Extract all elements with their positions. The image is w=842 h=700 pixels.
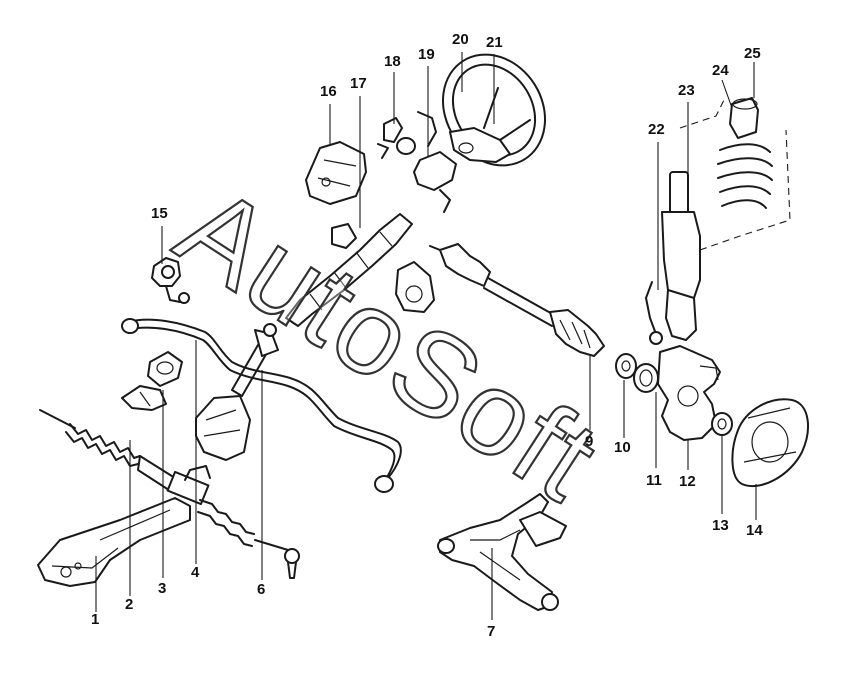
callout-24: 24 xyxy=(712,62,729,79)
part-20-21-steering-wheel xyxy=(441,53,547,167)
callout-22: 22 xyxy=(648,121,665,138)
callout-3: 3 xyxy=(158,580,166,597)
part-4-stabilizer-bar xyxy=(121,318,402,493)
part-9-driveshaft xyxy=(429,243,605,357)
callout-20: 20 xyxy=(452,31,469,48)
callout-23: 23 xyxy=(678,82,695,99)
part-13-hub-nut xyxy=(711,412,733,436)
callout-6: 6 xyxy=(257,581,265,598)
callout-10: 10 xyxy=(614,439,631,456)
callout-4: 4 xyxy=(191,564,200,581)
callout-12: 12 xyxy=(679,473,696,490)
callout-14: 14 xyxy=(746,522,763,539)
leader-lines xyxy=(95,52,757,620)
part-7-lower-arm xyxy=(437,493,567,611)
callout-21: 21 xyxy=(486,34,503,51)
part-17-steering-column xyxy=(285,213,435,327)
callout-15: 15 xyxy=(151,205,168,222)
callout-16: 16 xyxy=(320,83,337,100)
part-11-hub-bearing xyxy=(633,363,659,393)
callout-1: 1 xyxy=(91,611,99,628)
part-3-stabilizer-bracket xyxy=(121,351,183,411)
callout-18: 18 xyxy=(384,53,401,70)
part-15-ball-joint xyxy=(151,257,190,304)
callout-13: 13 xyxy=(712,517,729,534)
callout-11: 11 xyxy=(646,472,662,489)
part-14-brake-shield xyxy=(731,398,809,487)
callout-9: 9 xyxy=(585,433,593,450)
part-19-column-switch xyxy=(413,111,457,213)
callout-25: 25 xyxy=(744,45,761,62)
part-16-column-cover xyxy=(305,141,367,205)
watermark-text: AutoSoft xyxy=(156,161,621,527)
part-24-25-spring-bumpstop xyxy=(679,97,791,251)
callout-2: 2 xyxy=(125,596,133,613)
part-12-steering-knuckle xyxy=(657,345,721,441)
callout-7: 7 xyxy=(487,623,495,640)
part-22-23-strut xyxy=(645,171,701,345)
part-6-intermediate-shaft xyxy=(195,323,279,461)
part-1-subframe xyxy=(37,497,191,587)
callout-labels: 1 2 3 4 6 7 9 10 11 12 13 14 15 16 17 18… xyxy=(91,31,763,640)
callout-19: 19 xyxy=(418,46,435,63)
callout-17: 17 xyxy=(350,75,367,92)
part-10-bearing xyxy=(615,353,637,379)
part-18-ignition-lock xyxy=(377,117,416,159)
